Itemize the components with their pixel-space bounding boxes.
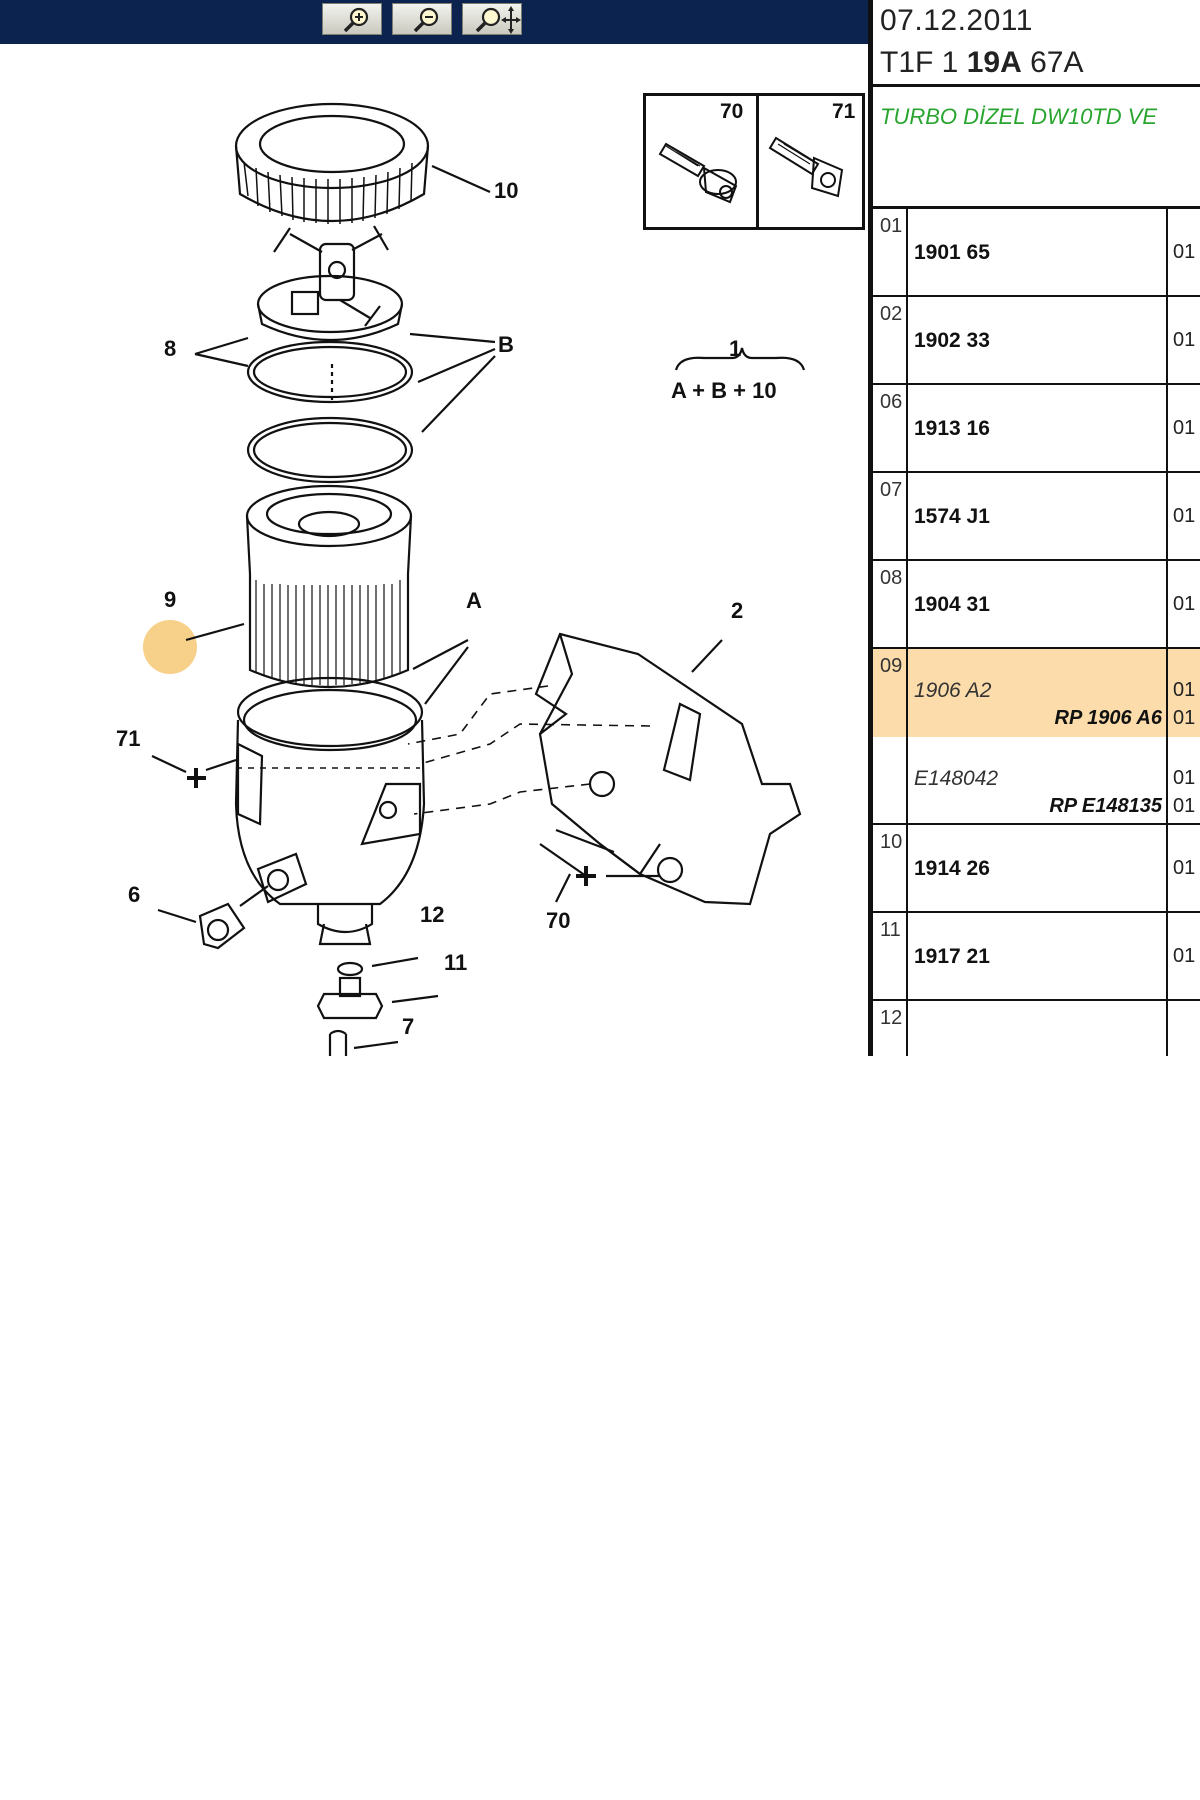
quantity: 01 (1173, 945, 1196, 967)
callout-A[interactable]: A (466, 588, 482, 613)
panel-divider (868, 0, 873, 1056)
alt-replacement-part: RP E148135 (1049, 795, 1162, 817)
part-number: 1901 65 (914, 241, 990, 264)
table-row[interactable]: 06 1913 16 01 (873, 385, 1200, 473)
quantity: 01 (1173, 679, 1196, 701)
table-row[interactable]: 10 1914 26 01 (873, 825, 1200, 913)
replacement-part: RP 1906 A6 (1054, 707, 1162, 729)
exploded-parts-diagram: 70 71 10 8 B 1 A + B + 10 9 A 2 71 6 12 (0, 44, 868, 1056)
zoom-out-icon (413, 7, 439, 33)
row-index: 11 (880, 919, 901, 941)
parts-catalog-app: 70 71 10 8 B 1 A + B + 10 9 A 2 71 6 12 (0, 0, 1200, 1056)
table-row[interactable]: 08 1904 31 01 (873, 561, 1200, 649)
quantity: 01 (1173, 417, 1196, 439)
diagram-toolbar (0, 0, 868, 44)
fastener-inset: 70 71 (643, 93, 865, 230)
table-row[interactable]: 12 (873, 1001, 1200, 1056)
callout-8[interactable]: 8 (164, 336, 177, 361)
part-number: 1913 16 (914, 417, 990, 440)
callout-6[interactable]: 6 (128, 882, 141, 907)
quantity: 01 (1173, 329, 1196, 351)
part-number: 1917 21 (914, 945, 990, 968)
zoom-in-icon (343, 7, 369, 33)
alt-part-number: E148042 (914, 767, 999, 790)
zoom-out-button[interactable] (392, 3, 452, 35)
replacement-quantity: 01 (1173, 707, 1196, 729)
part-number: 1574 J1 (914, 505, 990, 528)
callout-assembly[interactable]: A + B + 10 (671, 378, 777, 403)
callout-2[interactable]: 2 (731, 598, 744, 623)
table-top-rule (873, 206, 1200, 209)
zoom-in-button[interactable] (322, 3, 382, 35)
table-row[interactable]: 07 1574 J1 01 (873, 473, 1200, 561)
catalog-code: T1F 1 19A 67A (880, 46, 1084, 79)
alt-replacement-quantity: 01 (1173, 795, 1196, 817)
fastener-drawing (658, 136, 844, 204)
callout-71[interactable]: 71 (116, 726, 141, 751)
inset-label-71: 71 (832, 100, 856, 123)
quantity: 01 (1173, 593, 1196, 615)
zoom-pan-button[interactable] (462, 3, 522, 35)
quantity: 01 (1173, 505, 1196, 527)
header-rule (873, 84, 1200, 87)
alt-quantity: 01 (1173, 767, 1196, 789)
table-row[interactable]: 01 1901 65 01 (873, 209, 1200, 297)
callout-10[interactable]: 10 (494, 178, 519, 203)
row-index: 06 (880, 391, 903, 413)
pan-icon (475, 6, 521, 34)
inset-label-70: 70 (720, 100, 744, 123)
quantity: 01 (1173, 857, 1196, 879)
callout-7[interactable]: 7 (402, 1014, 415, 1039)
part-number: 1904 31 (914, 593, 990, 616)
fuel-filter-drawing (151, 102, 806, 1056)
row-index: 02 (880, 303, 903, 325)
engine-model-label: TURBO DİZEL DW10TD VE (880, 104, 1158, 129)
row-index: 12 (880, 1007, 903, 1029)
part-number: 1906 A2 (914, 679, 992, 702)
row-index: 10 (880, 831, 903, 853)
callout-12[interactable]: 12 (420, 902, 445, 927)
row-index: 08 (880, 567, 903, 589)
catalog-date: 07.12.2011 (880, 4, 1033, 37)
part-number: 1914 26 (914, 857, 990, 880)
row-index: 01 (880, 215, 903, 237)
row-index: 09 (880, 655, 903, 677)
callout-9[interactable]: 9 (164, 587, 177, 612)
part-number: 1902 33 (914, 329, 990, 352)
callout-70[interactable]: 70 (546, 908, 571, 933)
table-row[interactable]: 02 1902 33 01 (873, 297, 1200, 385)
callout-11[interactable]: 11 (444, 950, 468, 975)
callout-B[interactable]: B (498, 332, 514, 357)
selected-callout-highlight (143, 620, 197, 674)
quantity: 01 (1173, 241, 1196, 263)
callout-1[interactable]: 1 (729, 336, 742, 361)
row-index: 07 (880, 479, 903, 501)
table-row[interactable]: 11 1917 21 01 (873, 913, 1200, 1001)
selected-row-highlight (873, 649, 1200, 737)
